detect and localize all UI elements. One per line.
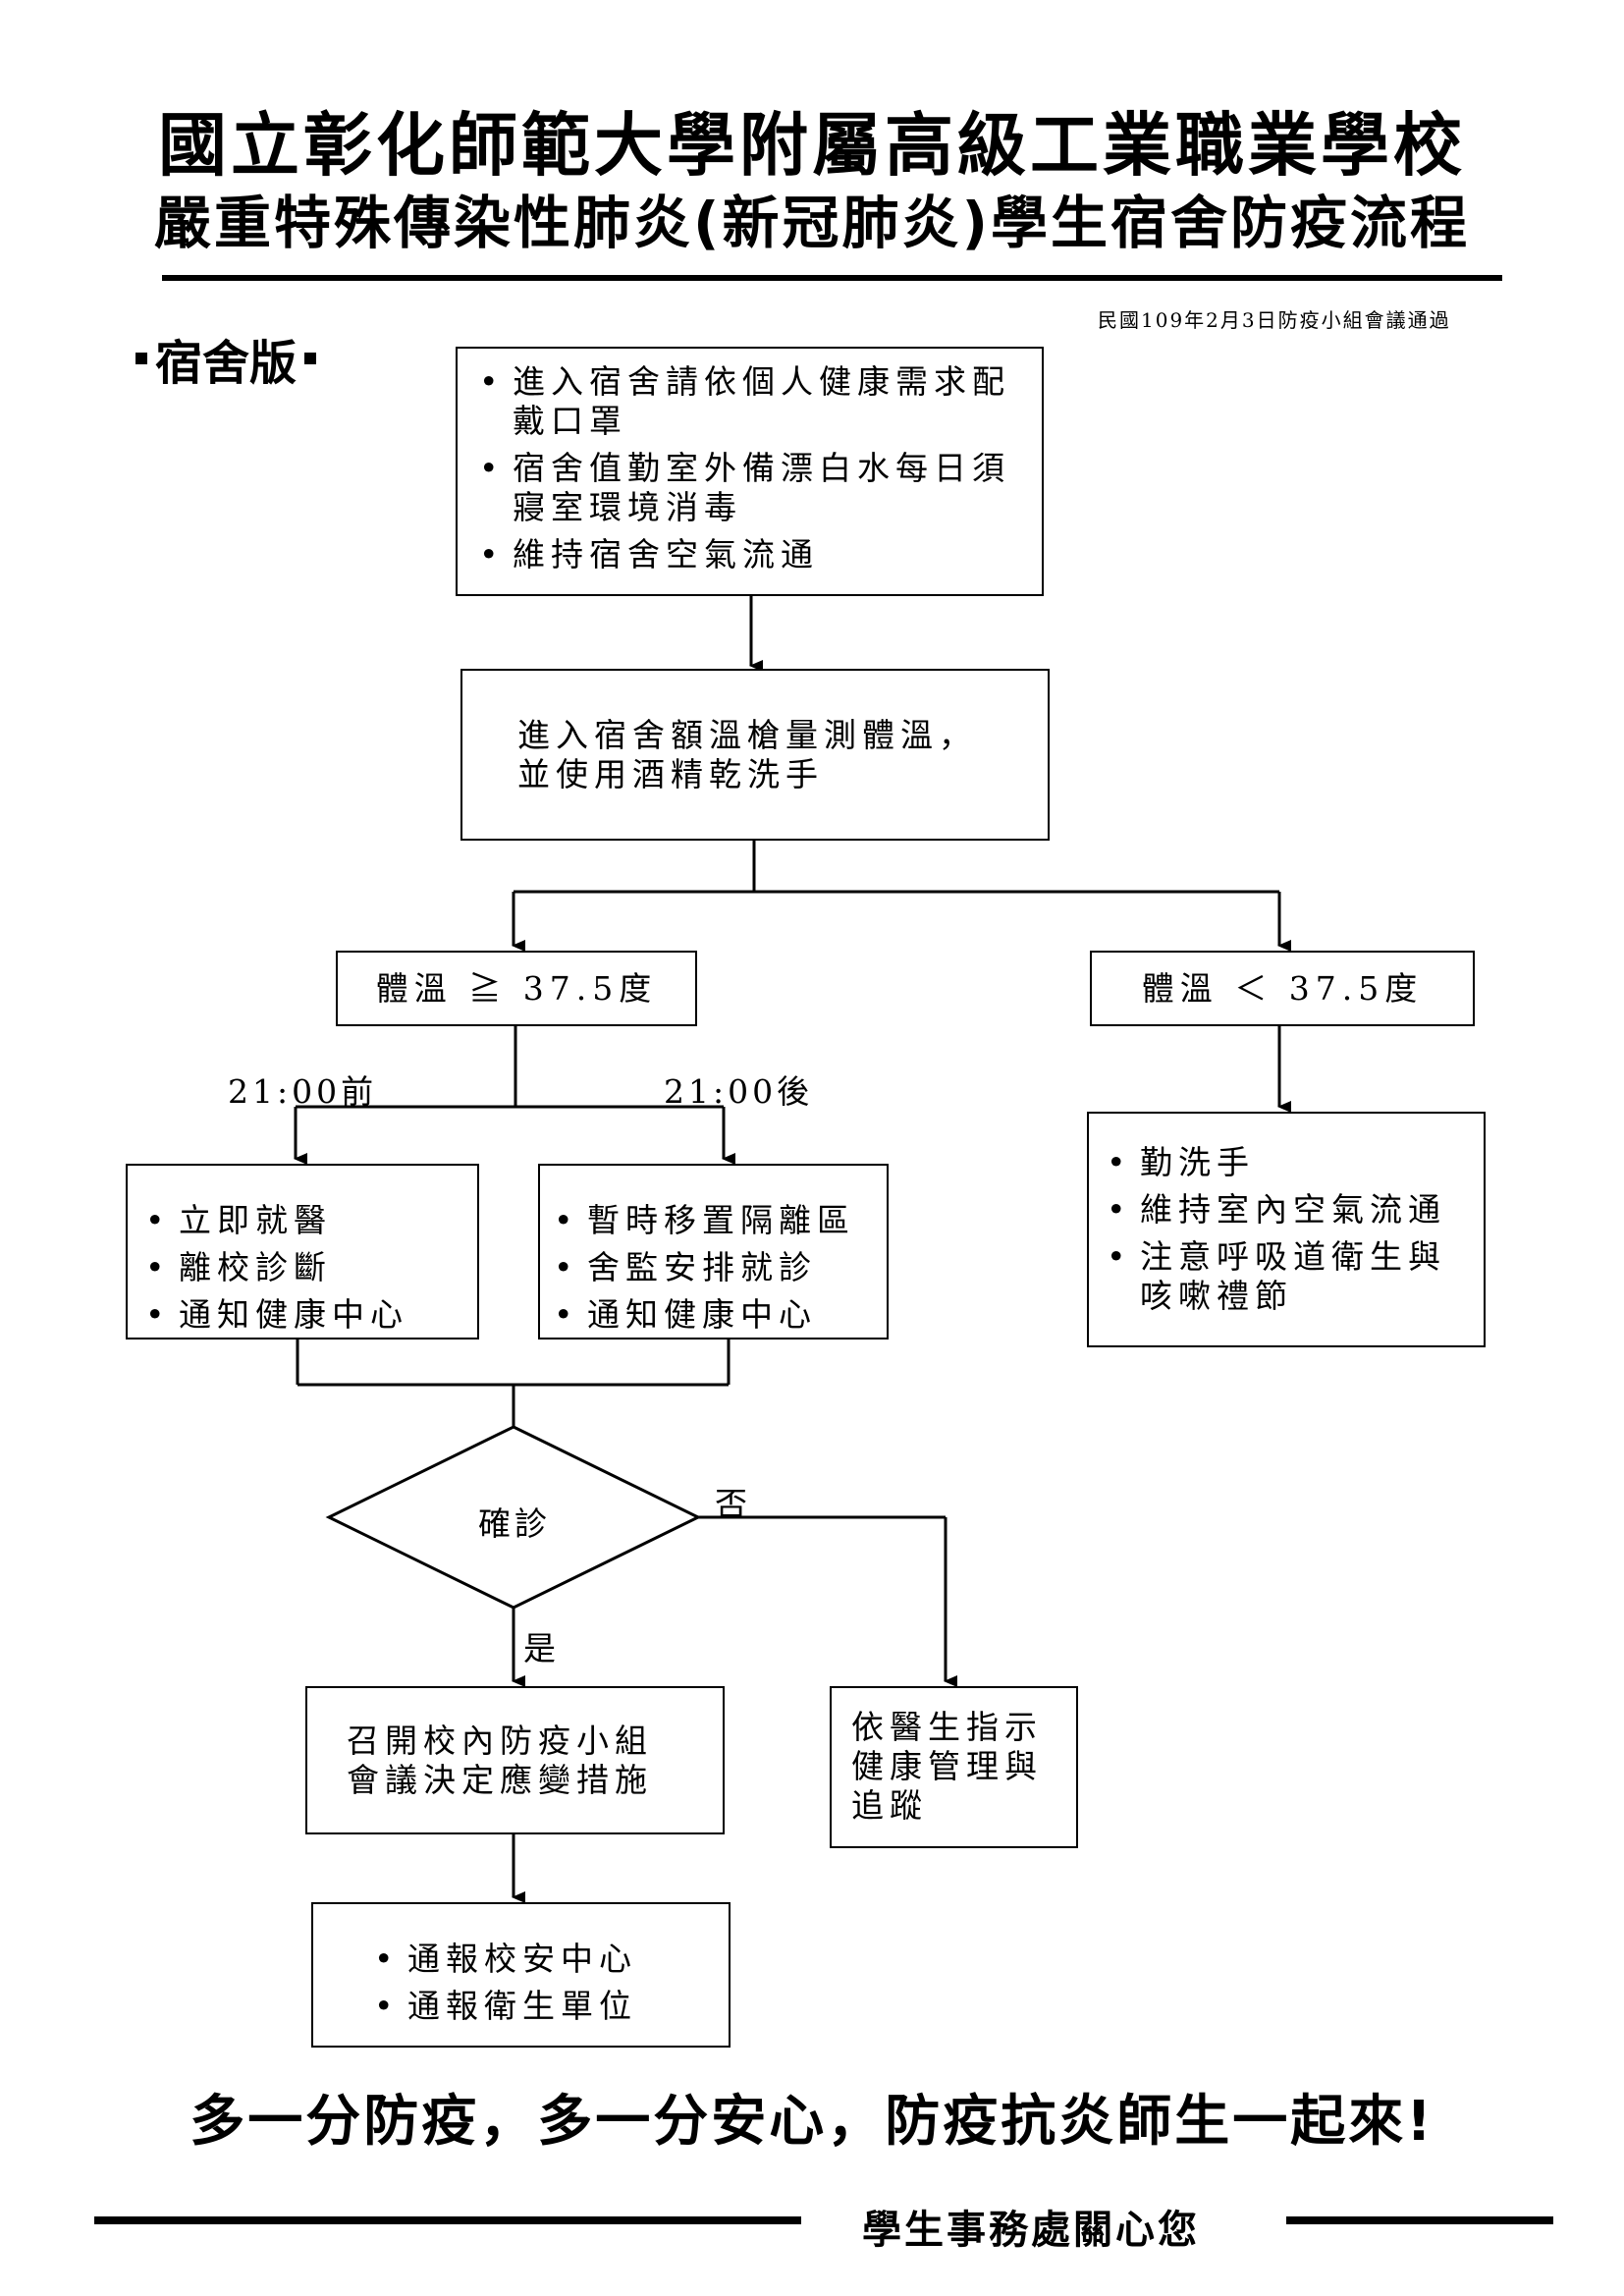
before-2100-label: 21:00前 <box>228 1072 378 1111</box>
after-action-item: 舍監安排就診 <box>554 1248 881 1287</box>
decision-label: 確診 <box>478 1504 551 1543</box>
procedure-title: 嚴重特殊傳染性肺炎(新冠肺炎)學生宿舍防疫流程 <box>153 190 1471 256</box>
step2-box: 進入宿舍額溫槍量測體溫，並使用酒精乾洗手 <box>460 669 1050 841</box>
after-action-box: 暫時移置隔離區 舍監安排就診 通知健康中心 <box>538 1164 889 1339</box>
footer-rule-right <box>1286 2216 1553 2224</box>
step1-item: 進入宿舍請依個人健康需求配戴口罩 <box>479 362 1022 441</box>
low-temp-label: 體溫 ＜ 37.5度 <box>1141 968 1424 1008</box>
doctor-box: 依醫生指示健康管理與追蹤 <box>830 1686 1078 1848</box>
before-action-item: 立即就醫 <box>145 1201 467 1240</box>
before-action-box: 立即就醫 離校診斷 通知健康中心 <box>126 1164 479 1339</box>
report-item: 通報校安中心 <box>374 1940 719 1979</box>
approval-note: 民國109年2月3日防疫小組會議通過 <box>1098 308 1451 332</box>
step1-item: 宿舍值勤室外備漂白水每日須寢室環境消毒 <box>479 449 1022 527</box>
low-temp-advice-item: 維持室內空氣流通 <box>1107 1190 1476 1230</box>
low-temp-advice-item: 勤洗手 <box>1107 1143 1476 1182</box>
report-box: 通報校安中心 通報衛生單位 <box>311 1902 731 2048</box>
doctor-text: 依醫生指示健康管理與追蹤 <box>851 1708 1043 1825</box>
after-2100-label: 21:00後 <box>664 1072 814 1111</box>
footer-rule-left <box>94 2216 801 2224</box>
low-temp-box: 體溫 ＜ 37.5度 <box>1090 951 1475 1026</box>
before-action-item: 離校診斷 <box>145 1248 467 1287</box>
yes-label: 是 <box>523 1629 560 1667</box>
slogan: 多一分防疫，多一分安心，防疫抗炎師生一起來! <box>189 2090 1435 2154</box>
step2-text: 進入宿舍額溫槍量測體溫，並使用酒精乾洗手 <box>517 715 977 793</box>
school-title: 國立彰化師範大學附屬高級工業職業學校 <box>158 105 1466 186</box>
no-label: 否 <box>715 1485 751 1523</box>
meeting-text: 召開校內防疫小組會議決定應變措施 <box>347 1721 653 1799</box>
low-temp-advice-box: 勤洗手 維持室內空氣流通 注意呼吸道衛生與咳嗽禮節 <box>1087 1112 1486 1347</box>
version-label: 宿舍版 <box>155 336 298 391</box>
version-label-group: 宿舍版 <box>128 324 324 393</box>
high-temp-box: 體溫 ≧ 37.5度 <box>336 951 697 1026</box>
before-action-item: 通知健康中心 <box>145 1295 467 1335</box>
square-bullet-icon <box>135 353 147 364</box>
header-divider <box>162 275 1502 281</box>
report-item: 通報衛生單位 <box>374 1987 719 2026</box>
after-action-item: 通知健康中心 <box>554 1295 881 1335</box>
high-temp-label: 體溫 ≧ 37.5度 <box>375 968 658 1008</box>
square-bullet-icon <box>304 353 317 364</box>
step1-box: 進入宿舍請依個人健康需求配戴口罩 宿舍值勤室外備漂白水每日須寢室環境消毒 維持宿… <box>456 347 1044 596</box>
step1-item: 維持宿舍空氣流通 <box>479 535 1022 574</box>
signoff: 學生事務處關心您 <box>862 2208 1200 2253</box>
low-temp-advice-item: 注意呼吸道衛生與咳嗽禮節 <box>1107 1237 1476 1316</box>
after-action-item: 暫時移置隔離區 <box>554 1201 881 1240</box>
meeting-box: 召開校內防疫小組會議決定應變措施 <box>305 1686 725 1834</box>
